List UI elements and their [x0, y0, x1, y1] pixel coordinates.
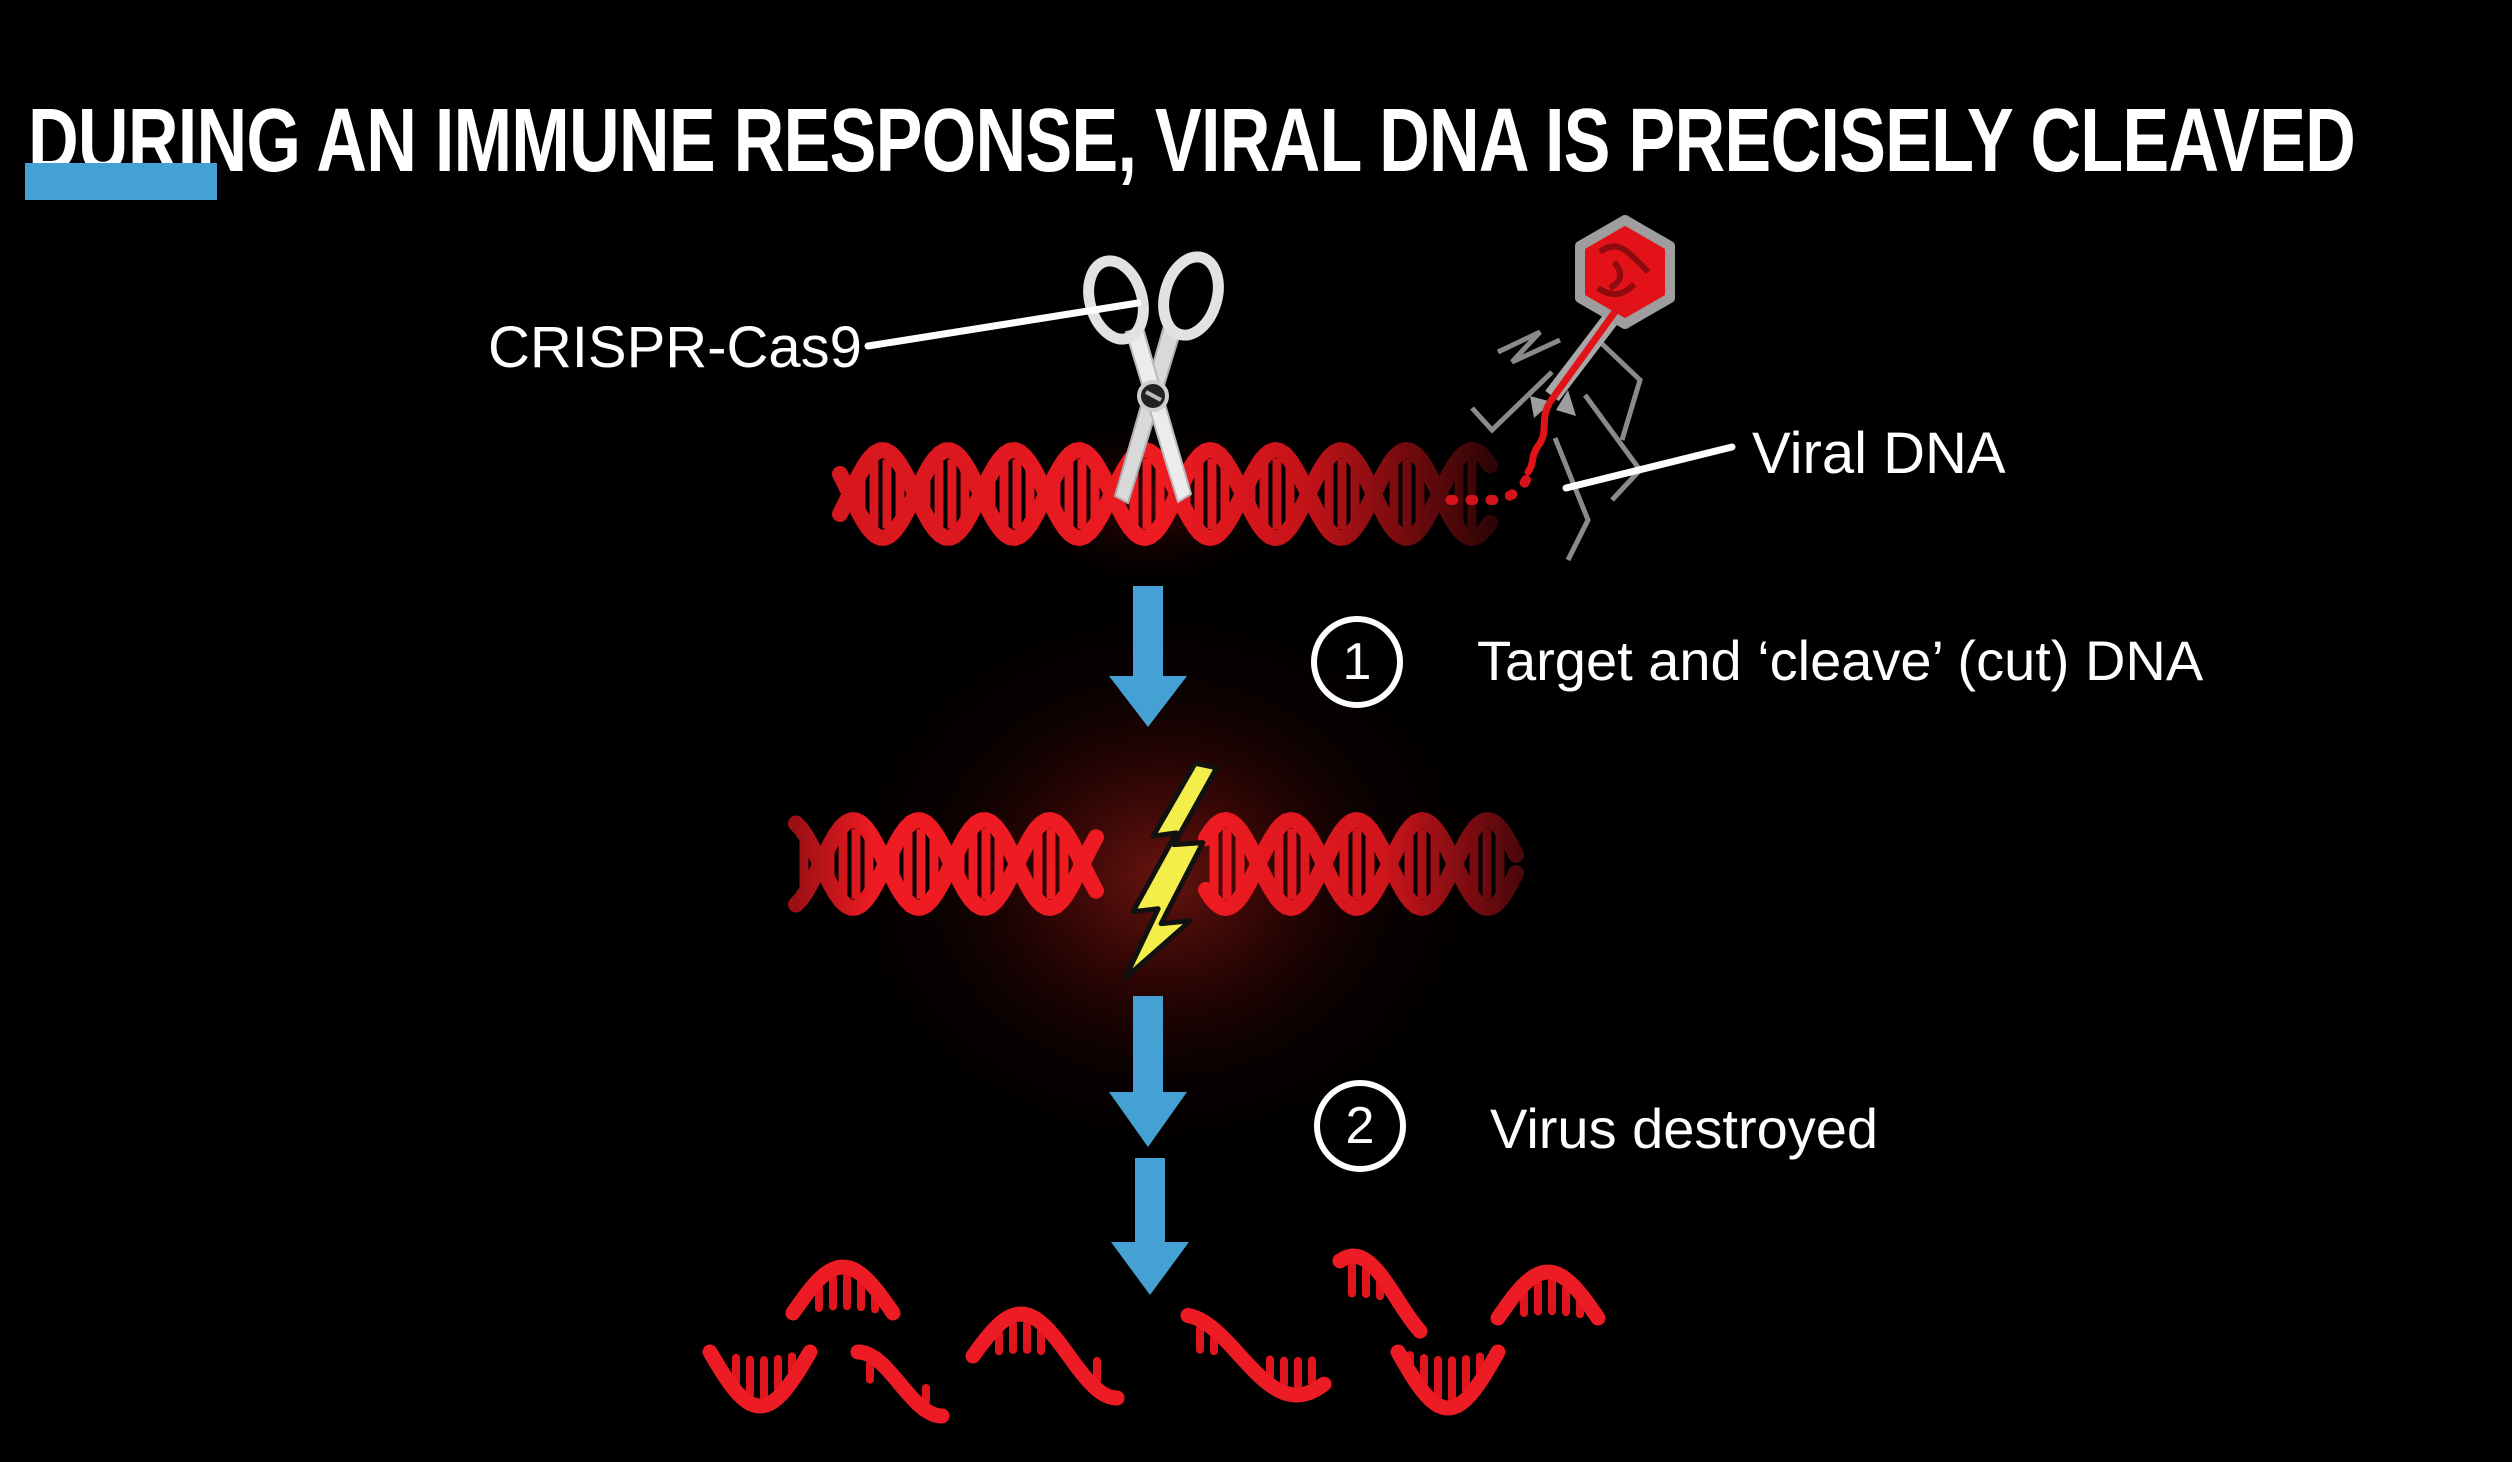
crispr-pointer-line [864, 299, 1142, 350]
step-2-number: 2 [1345, 1097, 1375, 1155]
step-1-number: 1 [1342, 633, 1372, 691]
page-title: DURING AN IMMUNE RESPONSE, VIRAL DNA IS … [28, 91, 2356, 192]
step-2-text: Virus destroyed [1490, 1097, 1879, 1160]
viral-dna-pointer-line [1562, 443, 1736, 492]
lightning-bolt-icon [1122, 760, 1220, 981]
dna-helix [832, 442, 1498, 546]
down-arrow-icon [1109, 586, 1187, 727]
crispr-cas9-label: CRISPR-Cas9 [488, 315, 862, 380]
viral-dna-label: Viral DNA [1752, 421, 2006, 486]
dna-fragments [702, 1248, 1606, 1424]
step-1-text: Target and ‘cleave’ (cut) DNA [1477, 629, 2204, 692]
cleaved-dna-right [1198, 812, 1524, 916]
down-arrow-icon [1109, 996, 1187, 1147]
cleaved-dna-left [788, 812, 1104, 916]
down-arrow-icon [1111, 1158, 1189, 1295]
title-underline [25, 163, 217, 200]
step-2-badge: 2 [1314, 1080, 1406, 1172]
bacteriophage-icon [1443, 215, 1675, 562]
step-1-badge: 1 [1311, 616, 1403, 708]
